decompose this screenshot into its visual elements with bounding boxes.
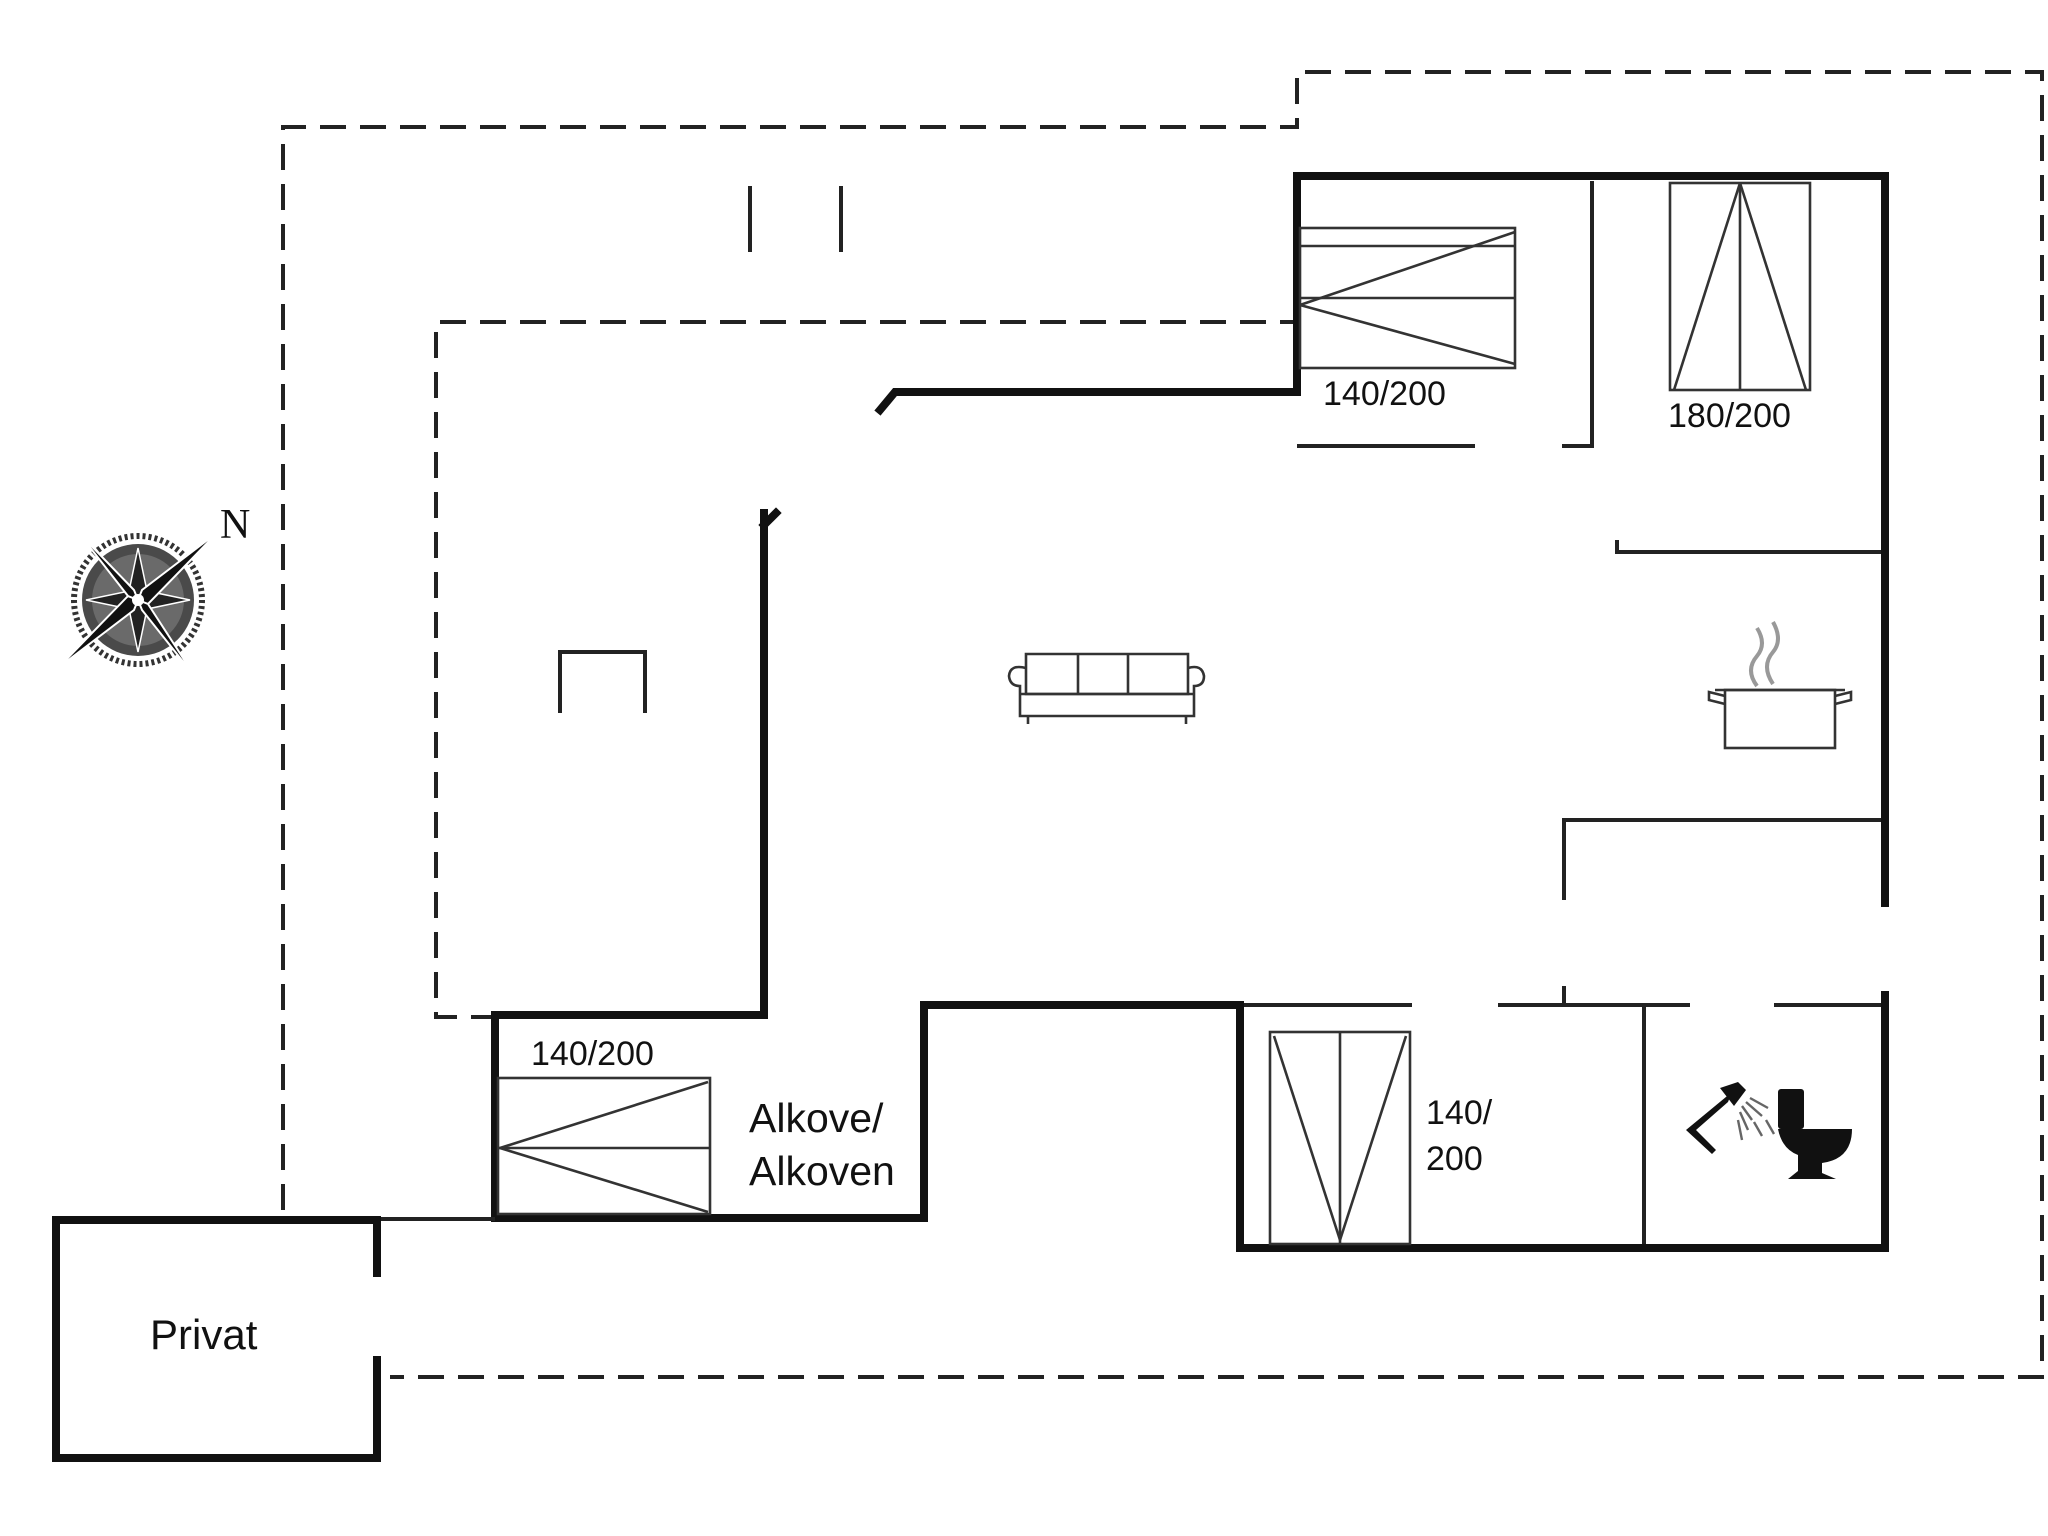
cooking-pot-icon <box>1707 621 1853 750</box>
bed-size-bottom-line2: 200 <box>1426 1140 1483 1178</box>
sofa-icon <box>1007 652 1206 724</box>
bed-alcove <box>496 1076 712 1216</box>
compass-rose-icon <box>57 531 219 679</box>
top-marks <box>748 186 843 252</box>
toilet-icon <box>1778 1089 1852 1179</box>
compass-north-label: N <box>220 502 250 548</box>
bed-size-alcove: 140/200 <box>531 1035 654 1073</box>
room-label-alcove-line1: Alkove/ <box>749 1095 884 1141</box>
table-mark <box>558 650 647 713</box>
bed-size-top-right: 180/200 <box>1668 397 1791 435</box>
walls <box>52 172 1889 1462</box>
bed-size-top-left: 140/200 <box>1323 375 1446 413</box>
bed-top-right <box>1668 181 1812 392</box>
shower-icon <box>1686 1082 1776 1154</box>
outer-dashed-outline <box>281 70 2044 1379</box>
bed-size-bottom-line1: 140/ <box>1426 1094 1493 1132</box>
room-label-alcove-line2: Alkoven <box>749 1148 895 1194</box>
inner-dashed-outline <box>434 320 1293 1019</box>
bed-bottom <box>1268 1030 1412 1246</box>
room-label-privat: Privat <box>150 1311 258 1358</box>
bed-top-left <box>1298 226 1517 370</box>
